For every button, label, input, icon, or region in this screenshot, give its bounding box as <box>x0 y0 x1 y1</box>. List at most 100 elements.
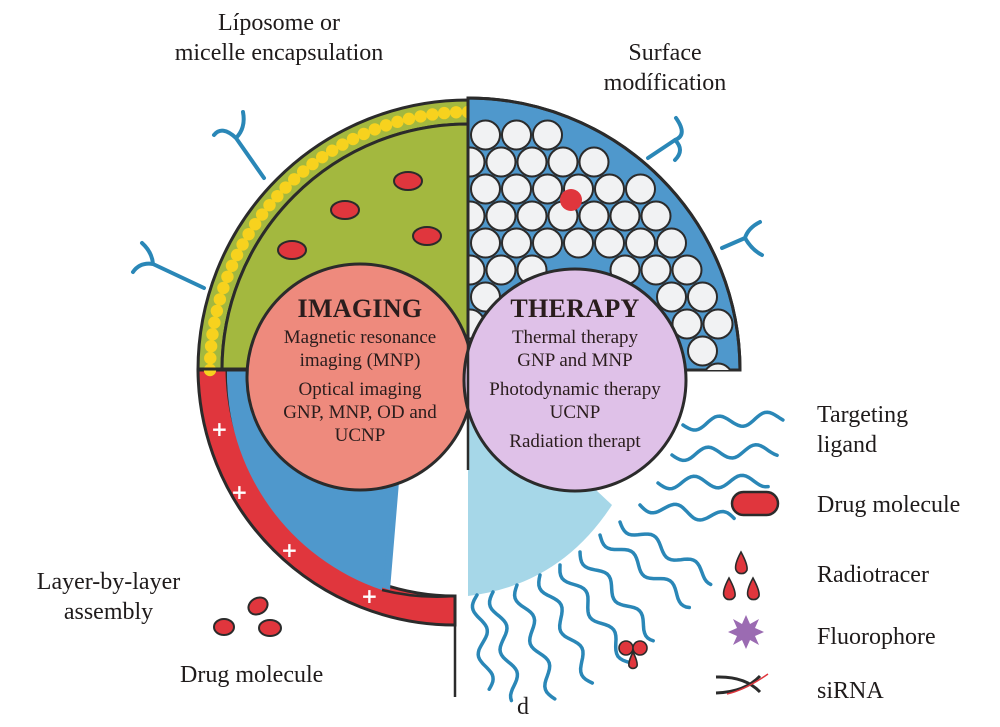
targeting-ligand-chains <box>470 410 785 703</box>
lipid-dot <box>325 144 339 157</box>
pore <box>470 227 501 259</box>
lipid-dot <box>449 106 463 119</box>
legend-drug-molecule: Drug molecule <box>817 492 961 518</box>
therapy-line: GNP and MNP <box>517 350 633 371</box>
therapy-line: Radiation therapt <box>509 431 641 452</box>
lipid-heads <box>203 105 475 377</box>
pore <box>563 227 594 259</box>
pore <box>485 146 517 178</box>
ligand-chain <box>598 533 692 610</box>
ligand-chain <box>638 502 736 522</box>
lipid-dot <box>236 238 249 251</box>
imaging-line: UCNP <box>334 425 386 446</box>
sirna-icon <box>715 673 769 695</box>
lipid-dot <box>206 328 219 341</box>
lipid-dot <box>315 150 329 164</box>
lipid-dot <box>255 208 269 221</box>
pore <box>578 146 610 178</box>
lipid-dot <box>414 110 427 123</box>
lipid-dot <box>287 173 301 186</box>
pore <box>532 119 563 151</box>
svg-text:+: + <box>281 538 298 562</box>
pore <box>702 308 734 340</box>
lipid-dot <box>230 248 244 262</box>
pore <box>702 362 734 370</box>
pore <box>687 335 718 367</box>
pore <box>671 254 703 286</box>
pore <box>687 281 718 313</box>
pore <box>485 254 517 286</box>
lipid-dot <box>248 217 262 231</box>
layer-by-layer-label: Layer-by-layer assembly <box>16 567 201 627</box>
surface-label-line2: modífication <box>603 70 727 96</box>
lipid-dot <box>279 181 292 194</box>
antibody-icons <box>131 110 764 290</box>
legend-targeting-ligand: Targeting ligand <box>817 400 908 460</box>
therapy-title: THERAPY <box>510 294 640 323</box>
pore <box>532 173 563 205</box>
lipid-dot <box>225 259 239 272</box>
pore <box>501 227 532 259</box>
pore <box>609 200 641 232</box>
pore <box>501 119 532 151</box>
pore <box>516 146 548 178</box>
pore <box>468 254 486 286</box>
ligand-chain <box>656 473 770 491</box>
lipid-dot <box>336 138 349 151</box>
legend-label: Targeting <box>817 402 909 428</box>
pore <box>640 200 672 232</box>
lipid-dot <box>346 132 360 146</box>
lipid-dot <box>306 157 319 171</box>
drug-molecule-icon <box>730 490 780 517</box>
liposome-label: Líposome or micelle encapsulation <box>153 8 405 68</box>
imaging-line: imaging (MNP) <box>299 350 421 371</box>
lipid-dot <box>221 270 234 283</box>
legend-label: ligand <box>817 432 877 458</box>
pore <box>594 227 625 259</box>
lipid-dot <box>217 281 230 295</box>
lipid-dot <box>204 351 217 365</box>
pore <box>532 227 563 259</box>
liposome-label-line2: micelle encapsulation <box>174 40 384 66</box>
drug-molecule-label: Drug molecule <box>180 662 324 688</box>
imaging-line: Magnetic resonance <box>283 327 437 348</box>
lipid-dot <box>242 227 255 241</box>
therapy-line: Photodynamic therapy <box>489 379 661 400</box>
pore <box>578 200 610 232</box>
pore <box>594 173 625 205</box>
layer-label-line1: Layer-by-layer <box>36 569 181 595</box>
pore <box>656 227 687 259</box>
lipid-dot <box>357 127 370 141</box>
pore <box>501 173 532 205</box>
ligand-chain <box>670 443 779 463</box>
therapy-line: Thermal therapy <box>511 327 639 348</box>
lipid-dot <box>296 165 310 178</box>
lipid-dot <box>368 123 381 136</box>
radiotracer-cluster <box>618 640 648 670</box>
lipid-dot <box>208 316 221 329</box>
imaging-text: IMAGING Magnetic resonance imaging (MNP)… <box>255 292 465 447</box>
ligand-chain <box>618 520 713 587</box>
imaging-title: IMAGING <box>297 294 423 323</box>
lipid-dot <box>391 115 404 129</box>
lipid-dot <box>402 112 416 126</box>
surface-label-line1: Surface <box>628 40 702 66</box>
pore <box>625 227 656 259</box>
svg-text:+: + <box>211 417 228 441</box>
legend-fluorophore: Fluorophore <box>817 624 936 650</box>
ligand-chain <box>512 583 557 701</box>
pore <box>485 200 517 232</box>
ligand-chain <box>558 563 632 665</box>
therapy-circle <box>462 267 688 493</box>
drug-molecules-outside <box>213 596 282 637</box>
therapy-text: THERAPY Thermal therapy GNP and MNP Phot… <box>470 292 680 453</box>
svg-text:+: + <box>361 584 378 608</box>
ligand-chain <box>537 573 595 685</box>
layer-label-line2: assembly <box>63 599 154 625</box>
therapy-line: UCNP <box>549 402 601 423</box>
pore <box>468 200 486 232</box>
ligand-chain <box>470 593 495 691</box>
pore <box>547 146 579 178</box>
drug-molecules-inside <box>277 171 442 260</box>
